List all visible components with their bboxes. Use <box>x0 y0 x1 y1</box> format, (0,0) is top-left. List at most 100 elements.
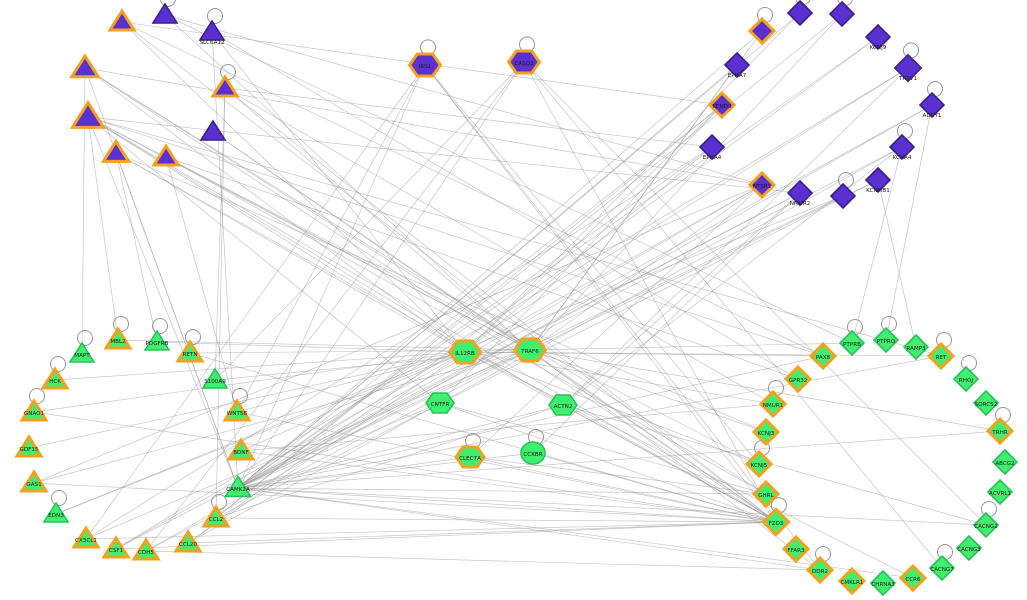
node-CCL20[interactable]: CCL20 <box>173 529 203 553</box>
node-pt6[interactable] <box>69 99 107 129</box>
node-SORCS2[interactable]: SORCS2 <box>972 389 1000 417</box>
node-shape[interactable] <box>198 19 226 41</box>
node-ACVRL1[interactable]: ACVRL1 <box>986 478 1014 506</box>
node-shape[interactable] <box>747 170 777 200</box>
node-KCNA4[interactable]: KCNA4 <box>888 133 916 161</box>
node-EPHA7[interactable]: EPHA7 <box>723 51 751 79</box>
node-pt8[interactable] <box>100 138 132 163</box>
node-CHRNA3[interactable]: CHRNA3 <box>869 569 897 597</box>
node-shape[interactable] <box>869 569 897 597</box>
node-GHRL[interactable]: GHRL <box>751 479 781 509</box>
node-shape[interactable] <box>751 479 781 509</box>
node-GPR32[interactable]: GPR32 <box>783 364 813 394</box>
node-pt5[interactable] <box>210 74 240 98</box>
node-shape[interactable] <box>226 437 256 461</box>
node-PTPRB[interactable]: PTPRB <box>838 329 866 357</box>
node-shape[interactable] <box>68 341 96 363</box>
node-shape[interactable] <box>893 53 923 83</box>
node-MBL2[interactable]: MBL2 <box>103 326 133 350</box>
node-shape[interactable] <box>952 365 980 393</box>
node-shape[interactable] <box>828 0 856 28</box>
node-NTSR1[interactable]: NTSR1 <box>747 170 777 200</box>
node-CACNG7[interactable]: CACNG7 <box>928 554 956 582</box>
node-shape[interactable] <box>786 0 814 27</box>
node-shape[interactable] <box>898 563 928 593</box>
node-EDN3[interactable]: EDN3 <box>42 501 70 523</box>
node-shape[interactable] <box>864 23 892 51</box>
node-CX3CL1[interactable]: CX3CL1 <box>71 525 101 549</box>
node-shape[interactable] <box>69 99 107 129</box>
node-shape[interactable] <box>698 133 726 161</box>
node-CMKLR1[interactable]: CMKLR1 <box>837 566 867 596</box>
node-shape[interactable] <box>107 8 137 32</box>
node-shape[interactable] <box>707 90 737 120</box>
node-shape[interactable] <box>131 537 161 561</box>
node-shape[interactable] <box>986 478 1014 506</box>
node-shape[interactable] <box>758 389 788 419</box>
node-shape[interactable] <box>872 326 900 354</box>
node-RETN[interactable]: RETN <box>175 339 205 363</box>
node-shape[interactable] <box>829 182 857 210</box>
node-shape[interactable] <box>19 469 49 493</box>
node-shape[interactable] <box>864 166 892 194</box>
node-shape[interactable] <box>808 341 838 371</box>
node-pd13[interactable] <box>829 182 857 210</box>
node-shape[interactable] <box>151 143 181 167</box>
node-KCNJ9[interactable]: KCNJ9 <box>864 23 892 51</box>
node-TRHR[interactable]: TRHR <box>985 416 1015 446</box>
node-shape[interactable] <box>955 534 983 562</box>
node-EPHA4[interactable]: EPHA4 <box>698 133 726 161</box>
node-shape[interactable] <box>223 474 253 498</box>
node-shape[interactable] <box>837 566 867 596</box>
node-DDR2[interactable]: DDR2 <box>805 555 835 585</box>
node-shape[interactable] <box>14 434 44 458</box>
node-pd2[interactable] <box>786 0 814 27</box>
node-CDH5[interactable]: CDH5 <box>131 537 161 561</box>
node-CACNG3[interactable]: CACNG3 <box>955 534 983 562</box>
node-PAX8[interactable]: PAX8 <box>808 341 838 371</box>
node-TRPV1[interactable]: TRPV1 <box>893 53 923 83</box>
node-pt2[interactable] <box>151 2 179 24</box>
node-shape[interactable] <box>786 179 814 207</box>
node-CSF1[interactable]: CSF1 <box>101 535 131 559</box>
node-pd1[interactable] <box>747 16 777 46</box>
node-shape[interactable] <box>805 555 835 585</box>
node-CCR6[interactable]: CCR6 <box>898 563 928 593</box>
node-shape[interactable] <box>201 367 229 389</box>
node-ACTN2[interactable]: ACTN2 <box>548 394 578 416</box>
node-shape[interactable] <box>175 339 205 363</box>
node-HCK[interactable]: HCK <box>40 366 70 390</box>
node-shape[interactable] <box>210 74 240 98</box>
node-shape[interactable] <box>407 52 443 78</box>
node-RHOJ[interactable]: RHOJ <box>952 365 980 393</box>
node-NMUR1[interactable]: NMUR1 <box>758 389 788 419</box>
node-KCNJ5[interactable]: KCNJ5 <box>744 449 774 479</box>
node-shape[interactable] <box>751 417 781 447</box>
node-TRAF6[interactable]: TRAF6 <box>512 337 548 363</box>
node-FFAR3[interactable]: FFAR3 <box>781 534 811 564</box>
node-shape[interactable] <box>101 535 131 559</box>
node-shape[interactable] <box>19 398 49 422</box>
node-shape[interactable] <box>42 501 70 523</box>
node-shape[interactable] <box>972 511 1000 539</box>
node-shape[interactable] <box>928 554 956 582</box>
node-shape[interactable] <box>918 91 946 119</box>
node-shape[interactable] <box>454 445 486 469</box>
node-shape[interactable] <box>425 392 455 414</box>
node-CLEC7A[interactable]: CLEC7A <box>454 445 486 469</box>
node-IL12RB[interactable]: IL12RB <box>447 339 483 365</box>
node-shape[interactable] <box>173 529 203 553</box>
node-RET[interactable]: RET <box>926 341 956 371</box>
node-shape[interactable] <box>723 51 751 79</box>
node-shape[interactable] <box>512 337 548 363</box>
node-shape[interactable] <box>506 49 542 75</box>
node-shape[interactable] <box>520 441 546 465</box>
node-PTPRO[interactable]: PTPRO <box>872 326 900 354</box>
node-CCKBR[interactable]: CCKBR <box>520 441 546 465</box>
node-shape[interactable] <box>548 394 578 416</box>
node-shape[interactable] <box>838 329 866 357</box>
node-shape[interactable] <box>103 326 133 350</box>
node-shape[interactable] <box>199 119 227 141</box>
node-shape[interactable] <box>151 2 179 24</box>
